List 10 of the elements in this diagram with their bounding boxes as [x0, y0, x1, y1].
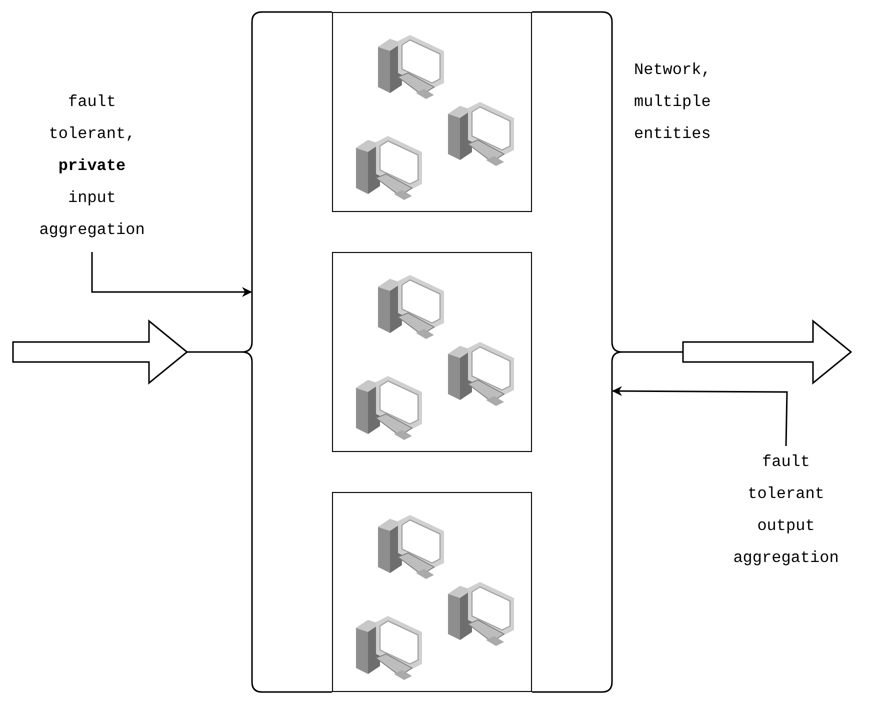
block-arrow: [682, 319, 852, 385]
server-group-box: [332, 12, 532, 212]
arrow: [612, 386, 788, 446]
annotation-text: fault tolerant, private input aggregation: [38, 92, 146, 241]
server-group-box: [332, 252, 532, 452]
annotation-text: fault tolerant output aggregation: [732, 452, 840, 569]
annotation-text: Network, multiple entities: [634, 60, 712, 145]
block-arrow: [12, 319, 188, 385]
arrow: [91, 252, 252, 297]
server-group-box: [332, 492, 532, 692]
